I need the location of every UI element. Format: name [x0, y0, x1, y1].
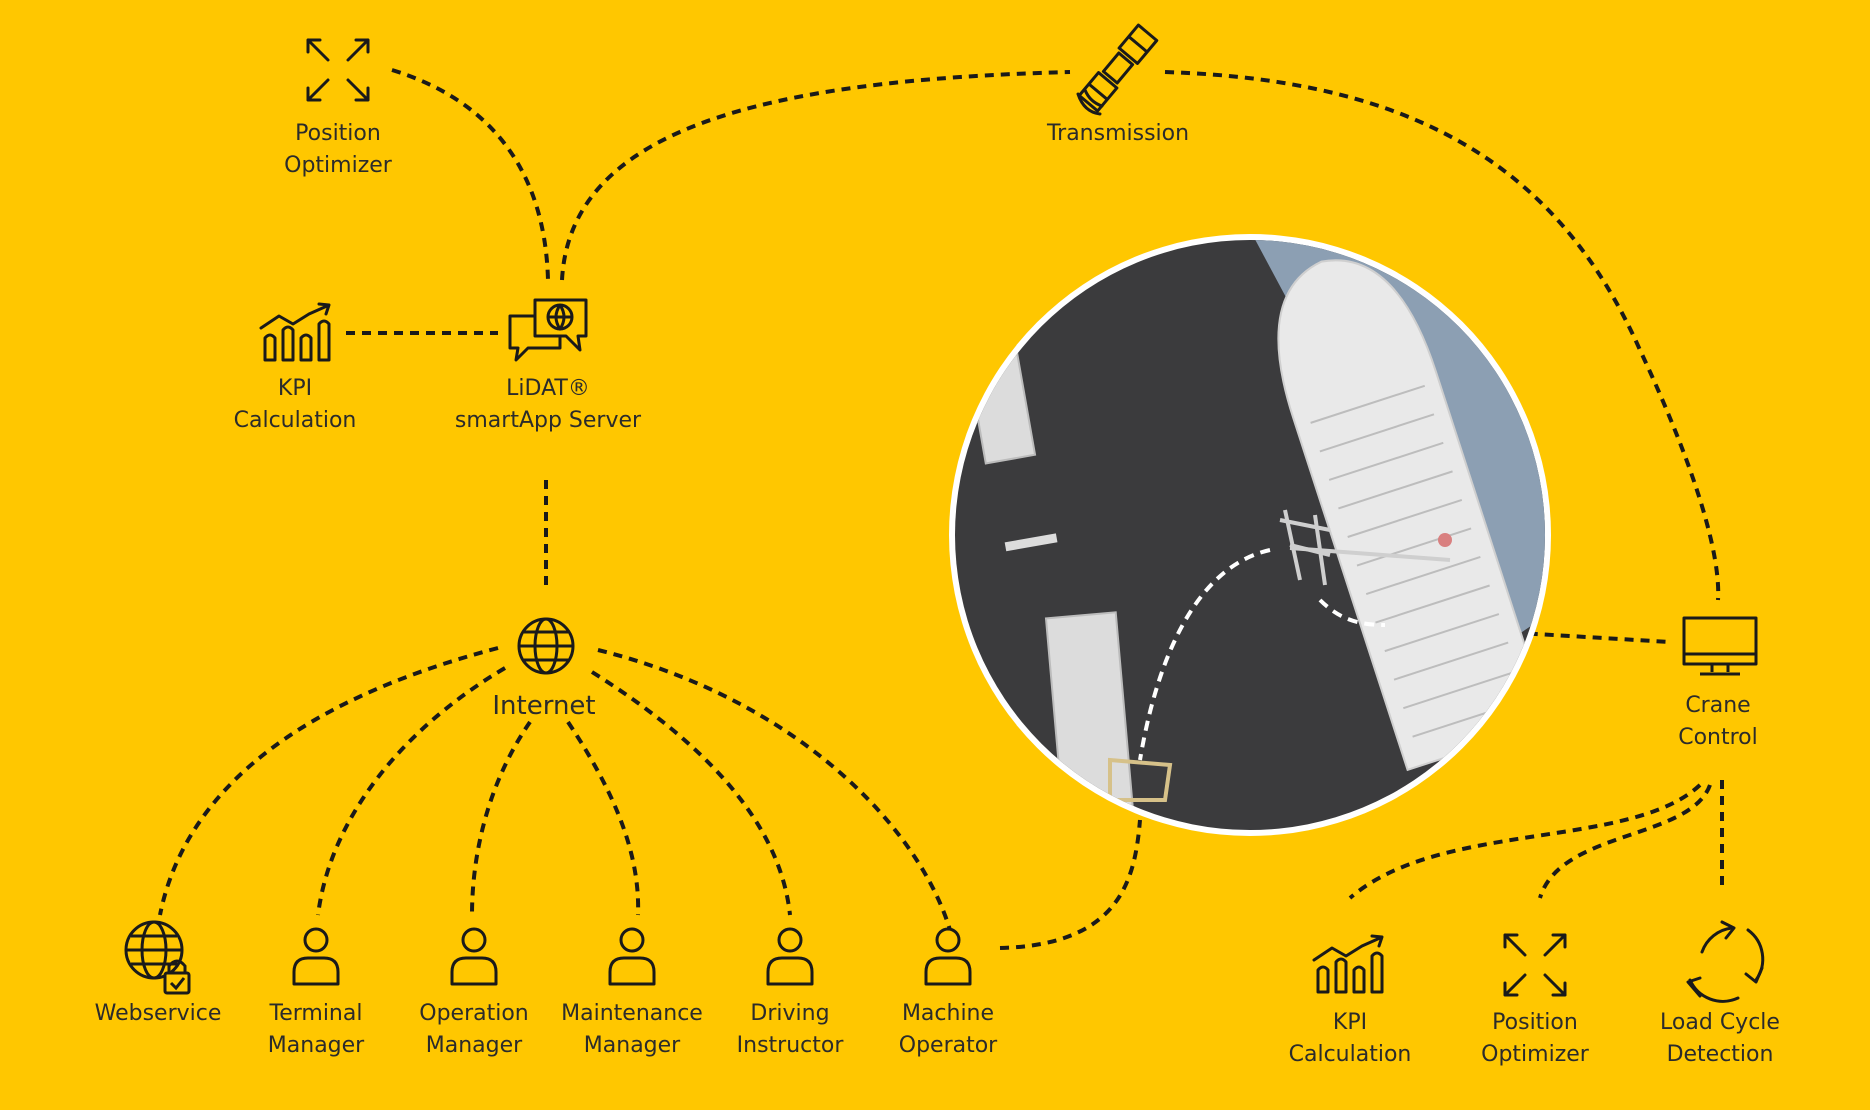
lidat-server-label: LiDAT® smartApp Server	[455, 373, 641, 437]
link-internet-maintenance	[568, 722, 638, 915]
link-operator-photo	[1000, 820, 1140, 948]
terminal-manager-user-icon	[294, 929, 338, 984]
maintenance-manager-user-icon	[610, 929, 654, 984]
crane-control-label: Crane Control	[1678, 690, 1758, 754]
link-internet-operator	[598, 650, 950, 930]
internet-globe-icon	[519, 619, 573, 673]
webservice-globe-lock-icon	[126, 922, 189, 993]
driving-instructor-label: Driving Instructor	[737, 998, 844, 1062]
kpi-chart-icon-right	[1314, 936, 1382, 992]
port-photo	[940, 220, 1570, 850]
chat-globe-icon	[510, 300, 586, 360]
load-cycle-icon	[1688, 922, 1763, 1001]
link-internet-operation	[472, 722, 530, 915]
driving-instructor-user-icon	[768, 929, 812, 984]
operation-manager-label: Operation Manager	[419, 998, 528, 1062]
position-optimizer-arrows-icon-bottom	[1505, 935, 1565, 995]
operation-manager-user-icon	[452, 929, 496, 984]
link-crane-optimizer	[1540, 785, 1710, 898]
link-optimizer-server	[392, 70, 548, 280]
link-internet-driving	[592, 672, 790, 915]
load-cycle-detection-label: Load Cycle Detection	[1660, 1007, 1780, 1071]
kpi-chart-icon-left	[261, 304, 329, 360]
internet-label: Internet	[492, 690, 595, 722]
webservice-label: Webservice	[95, 998, 222, 1030]
terminal-manager-label: Terminal Manager	[268, 998, 364, 1062]
maintenance-manager-label: Maintenance Manager	[561, 998, 703, 1062]
link-internet-webservice	[160, 648, 498, 915]
machine-operator-label: Machine Operator	[899, 998, 997, 1062]
kpi-right-label: KPI Calculation	[1289, 1007, 1412, 1071]
position-optimizer-top-label: Position Optimizer	[284, 118, 392, 182]
transmission-label: Transmission	[1047, 118, 1189, 150]
machine-operator-user-icon	[926, 929, 970, 984]
kpi-left-label: KPI Calculation	[234, 373, 357, 437]
position-optimizer-arrows-icon	[308, 40, 368, 100]
link-crane-kpi	[1350, 785, 1700, 898]
crane-control-monitor-icon	[1684, 618, 1756, 674]
position-optimizer-bottom-label: Position Optimizer	[1481, 1007, 1589, 1071]
link-server-transmission	[562, 72, 1070, 280]
